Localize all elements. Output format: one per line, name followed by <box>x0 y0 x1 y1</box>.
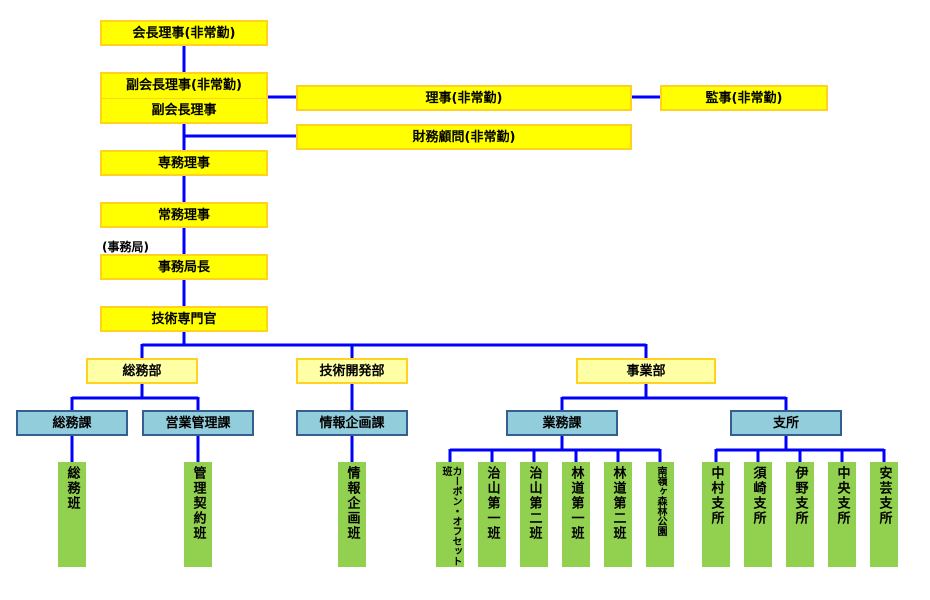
ino-branch-label: 伊野支所 <box>792 466 808 526</box>
operations-dept-label: 事業部 <box>626 363 666 379</box>
erosion-control-2-label: 治山第二班 <box>526 466 542 541</box>
senior-managing-director-box: 専務理事 <box>100 150 268 176</box>
forest-road-1-label: 林道第一班 <box>568 466 584 541</box>
aki-branch-label: 安芸支所 <box>876 466 892 526</box>
auditor-label: 監事(非常勤) <box>705 90 783 106</box>
general-affairs-section-box: 総務課 <box>16 410 128 436</box>
team-box: 林道第一班 <box>562 462 590 567</box>
team-box: 安芸支所 <box>870 462 898 567</box>
technical-specialist-box: 技術専門官 <box>100 306 268 332</box>
branch-offices-box: 支所 <box>730 410 842 436</box>
operations-dept-box: 事業部 <box>576 358 716 384</box>
info-planning-team-label: 情報企画班 <box>344 466 360 541</box>
team-box: 南嶺ヶ森林公園 <box>646 462 674 567</box>
team-box: 治山第二班 <box>520 462 548 567</box>
director-box: 理事(非常勤) <box>296 85 632 111</box>
team-box: 中村支所 <box>702 462 730 567</box>
erosion-control-1-label: 治山第一班 <box>484 466 500 541</box>
team-box: 伊野支所 <box>786 462 814 567</box>
team-box: 総務班 <box>58 462 86 567</box>
financial-advisor-label: 財務顧問(非常勤) <box>412 129 516 145</box>
info-planning-section-label: 情報企画課 <box>319 415 385 431</box>
auditor-box: 監事(非常勤) <box>660 85 828 111</box>
info-planning-section-box: 情報企画課 <box>296 410 408 436</box>
managing-director-label: 常務理事 <box>157 207 210 223</box>
team-box: 情報企画班 <box>338 462 366 567</box>
team-box: 中央支所 <box>828 462 856 567</box>
general-affairs-team-label: 総務班 <box>64 466 80 511</box>
vice-chair-nonstanding-label: 副会長理事(非常勤) <box>126 78 242 94</box>
central-branch-label: 中央支所 <box>834 466 850 526</box>
director-label: 理事(非常勤) <box>425 90 503 106</box>
tech-development-dept-box: 技術開発部 <box>296 358 408 384</box>
chairman-box: 会長理事(非常勤) <box>100 20 268 46</box>
vice-chair-box: 副会長理事(非常勤) 副会長理事 <box>100 72 268 124</box>
carbon-offset-team-label: カーボン・オフセット班 <box>440 466 461 566</box>
branch-offices-label: 支所 <box>772 415 799 431</box>
operations-section-label: 業務課 <box>542 415 582 431</box>
general-affairs-section-label: 総務課 <box>52 415 92 431</box>
business-management-section-label: 営業管理課 <box>165 415 231 431</box>
operations-section-box: 業務課 <box>506 410 618 436</box>
secretary-general-box: 事務局長 <box>100 254 268 280</box>
forest-road-2-label: 林道第二班 <box>610 466 626 541</box>
contract-management-team-label: 管理契約班 <box>190 466 206 541</box>
susaki-branch-label: 須崎支所 <box>750 466 766 526</box>
team-box: 林道第二班 <box>604 462 632 567</box>
business-management-section-box: 営業管理課 <box>142 410 254 436</box>
team-box: 管理契約班 <box>184 462 212 567</box>
general-affairs-dept-box: 総務部 <box>86 358 198 384</box>
tech-development-dept-label: 技術開発部 <box>319 363 385 379</box>
financial-advisor-box: 財務顧問(非常勤) <box>296 124 632 150</box>
team-box: 治山第一班 <box>478 462 506 567</box>
team-box: カーボン・オフセット班 <box>436 462 464 567</box>
chairman-label: 会長理事(非常勤) <box>132 25 236 41</box>
general-affairs-dept-label: 総務部 <box>122 363 162 379</box>
senior-managing-director-label: 専務理事 <box>157 155 210 171</box>
team-box: 須崎支所 <box>744 462 772 567</box>
secretary-general-label: 事務局長 <box>157 259 210 275</box>
managing-director-box: 常務理事 <box>100 202 268 228</box>
nakamura-branch-label: 中村支所 <box>708 466 724 526</box>
minamikimine-park-label: 南嶺ヶ森林公園 <box>655 466 666 536</box>
technical-specialist-label: 技術専門官 <box>151 311 217 327</box>
vice-chair-label: 副会長理事 <box>102 97 266 123</box>
secretariat-label: (事務局) <box>102 240 149 254</box>
